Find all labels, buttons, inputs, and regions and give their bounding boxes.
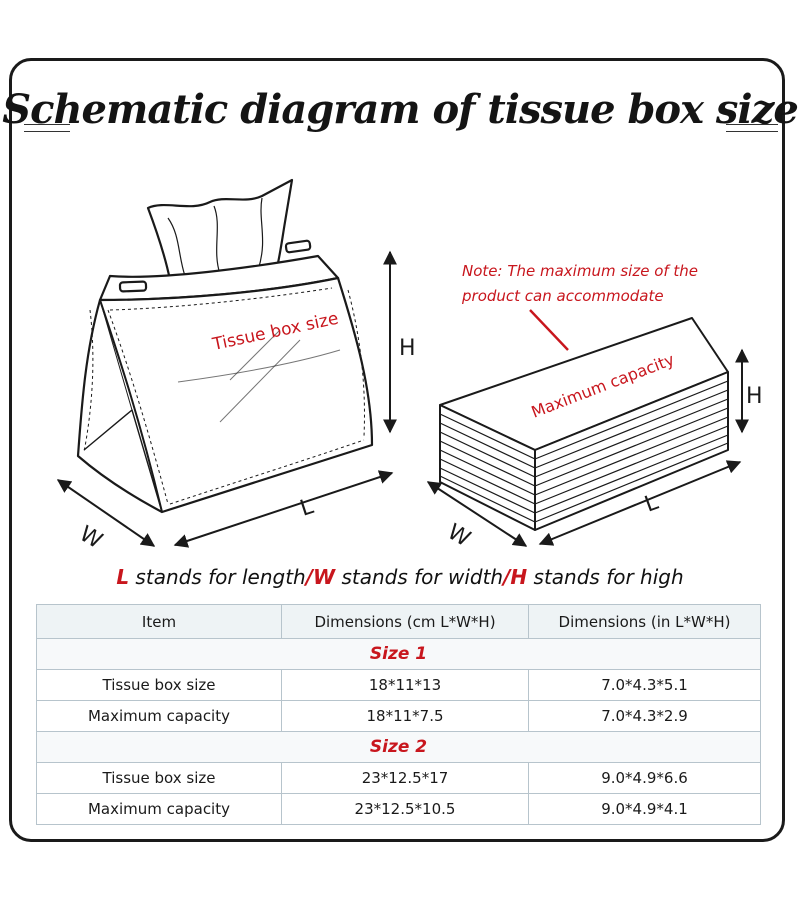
cell-in: 7.0*4.3*2.9: [528, 700, 761, 732]
group-row-size-1: Size 1: [36, 638, 761, 670]
diagram: Tissue box size H L W Note: The maximum …: [56, 178, 763, 555]
dimensions-table: Item Dimensions (cm L*W*H) Dimensions (i…: [36, 604, 761, 825]
legend-h-text: stands for high: [527, 565, 684, 589]
note-pointer: [529, 309, 569, 351]
box-length-arrow: [173, 470, 394, 548]
tissue-stack-illustration: [439, 317, 729, 531]
note-line-2: product can accommodate: [461, 287, 664, 305]
cell-cm: 23*12.5*17: [281, 762, 529, 794]
header-item: Item: [36, 604, 282, 639]
stack-width-arrow: [426, 481, 528, 547]
cell-cm: 18*11*13: [281, 669, 529, 701]
header-dimensions-cm: Dimensions (cm L*W*H): [281, 604, 529, 639]
stack-l-label: L: [642, 490, 663, 518]
legend-sep-1: /: [305, 565, 314, 589]
group-label: Size 1: [36, 638, 761, 670]
tissue-paper: [146, 178, 294, 282]
table-row: Tissue box size 23*12.5*17 9.0*4.9*6.6: [36, 762, 761, 794]
outer-frame: [9, 58, 785, 842]
tissue-box-illustration: [76, 178, 374, 514]
legend-h-key: H: [510, 565, 528, 589]
cell-in: 9.0*4.9*4.1: [528, 793, 761, 825]
box-w-label: W: [75, 522, 107, 555]
table-row: Tissue box size 18*11*13 7.0*4.3*5.1: [36, 669, 761, 701]
legend-w-text: stands for width: [335, 565, 504, 589]
page-title: Schematic diagram of tissue box size: [2, 86, 799, 133]
stack-length-arrow: [538, 460, 742, 546]
title-row: Schematic diagram of tissue box size: [0, 78, 800, 168]
box-body: [76, 276, 374, 514]
cell-item: Maximum capacity: [36, 793, 282, 825]
box-h-label: H: [399, 336, 416, 361]
stack-w-label: W: [443, 520, 475, 553]
table-header-row: Item Dimensions (cm L*W*H) Dimensions (i…: [36, 604, 761, 639]
cell-in: 9.0*4.9*6.6: [528, 762, 761, 794]
cell-cm: 23*12.5*10.5: [281, 793, 529, 825]
cell-item: Maximum capacity: [36, 700, 282, 732]
table-row: Maximum capacity 23*12.5*10.5 9.0*4.9*4.…: [36, 793, 761, 825]
box-width-arrow: [56, 479, 156, 547]
cell-cm: 18*11*7.5: [281, 700, 529, 732]
legend-w-key: W: [313, 565, 336, 589]
cell-in: 7.0*4.3*5.1: [528, 669, 761, 701]
title-rule-right: [726, 124, 778, 132]
dimension-legend: L stands for length/W stands for width/H…: [0, 565, 800, 589]
header-dimensions-in: Dimensions (in L*W*H): [528, 604, 761, 639]
table-row: Maximum capacity 18*11*7.5 7.0*4.3*2.9: [36, 700, 761, 732]
group-label: Size 2: [36, 731, 761, 763]
legend-sep-2: /: [503, 565, 511, 589]
cell-item: Tissue box size: [36, 762, 282, 794]
cell-item: Tissue box size: [36, 669, 282, 701]
stack-h-label: H: [746, 384, 763, 409]
group-row-size-2: Size 2: [36, 731, 761, 763]
title-rule-left: [24, 124, 70, 132]
legend-l-key: L: [116, 565, 130, 589]
note-line-1: Note: The maximum size of the: [462, 262, 698, 280]
legend-l-text: stands for length: [129, 565, 306, 589]
